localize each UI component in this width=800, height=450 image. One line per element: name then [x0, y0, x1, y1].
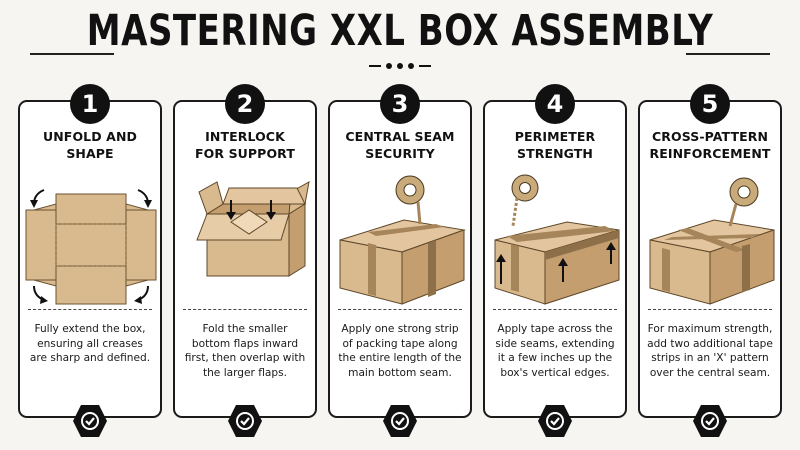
step-description: Fully extend the box, ensuring all creas…	[29, 323, 151, 364]
step-description: Fold the smaller bottom flaps inward fir…	[184, 323, 306, 379]
step-title: INTERLOCK FOR SUPPORT	[195, 129, 295, 161]
tape-roll-icon	[395, 175, 425, 225]
step-card-1: UNFOLD AND SHAPE Fully extend th	[18, 100, 162, 418]
tape-roll-icon	[728, 177, 759, 227]
step-number-badge-2: 2	[225, 84, 265, 124]
tape-roll-icon	[511, 174, 539, 227]
card-divider	[493, 309, 617, 310]
page-title: MASTERING XXL BOX ASSEMBLY	[86, 6, 714, 56]
down-arrow-icon	[226, 200, 276, 220]
card-divider	[183, 309, 307, 310]
check-badge-icon	[73, 405, 107, 437]
up-arrow-icon	[496, 242, 616, 284]
step-description: Apply one strong strip of packing tape a…	[338, 323, 462, 379]
step-description: Apply tape across the side seams, extend…	[495, 323, 615, 379]
title-rule-left	[30, 53, 114, 55]
check-badge-icon	[228, 405, 262, 437]
title-ornament	[369, 63, 431, 71]
step-title: CENTRAL SEAM SECURITY	[345, 129, 455, 161]
card-divider	[648, 309, 772, 310]
step-card-5: CROSS-PATTERN REINFORCEMENT For maximum …	[638, 100, 782, 418]
card-divider	[28, 309, 152, 310]
check-badge-icon	[383, 405, 417, 437]
rotate-arrow-icon	[30, 189, 152, 304]
perimeter-taped-box-illustration	[494, 174, 620, 305]
step-card-4: PERIMETER STRENGTH Apply tape across the…	[483, 100, 627, 418]
step-number-badge-1: 1	[70, 84, 110, 124]
step-title: UNFOLD AND SHAPE	[24, 128, 156, 162]
step-card-2: INTERLOCK FOR SUPPORT Fold the smaller b…	[173, 100, 317, 418]
card-divider	[338, 309, 462, 310]
step-number-badge-4: 4	[535, 84, 575, 124]
step-number-badge-5: 5	[690, 84, 730, 124]
step-number-badge-3: 3	[380, 84, 420, 124]
step-description: For maximum strength, add two additional…	[647, 323, 773, 379]
step-title-line: UNFOLD AND SHAPE	[43, 129, 137, 161]
open-box-illustration	[196, 181, 310, 277]
check-badge-icon	[693, 405, 727, 437]
step-card-3: CENTRAL SEAM SECURITY Apply one strong s…	[328, 100, 472, 418]
unfolded-box-illustration	[25, 189, 157, 305]
step-title: PERIMETER STRENGTH	[514, 129, 596, 161]
step-title: CROSS-PATTERN REINFORCEMENT	[649, 129, 771, 161]
check-badge-icon	[538, 405, 572, 437]
title-rule-right	[686, 53, 770, 55]
header: MASTERING XXL BOX ASSEMBLY	[0, 6, 800, 58]
cross-taped-box-illustration	[649, 177, 775, 305]
taped-seam-box-illustration	[339, 175, 466, 305]
